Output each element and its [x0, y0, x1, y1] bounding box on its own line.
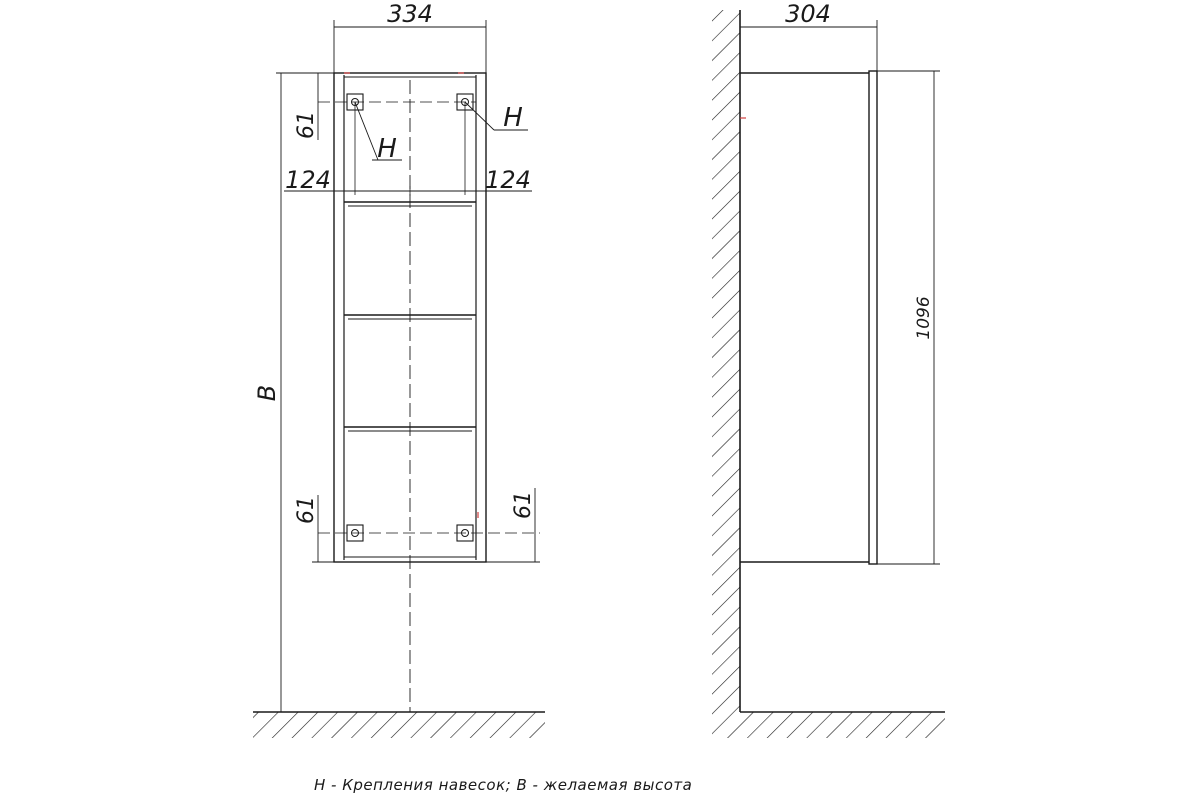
hole-spacing-right-label: 124 [485, 166, 531, 194]
hole-spacing-left-label: 124 [285, 166, 331, 194]
height-label: В [253, 385, 281, 401]
cabinet-side-body [740, 70, 878, 565]
mount-label-left: Н [377, 134, 397, 164]
dimension-width: 334 [333, 0, 487, 73]
dimension-hole-offset-bottom-right: 61 [477, 488, 540, 563]
dimension-height: 1096 [877, 70, 940, 565]
dimension-depth: 304 [740, 0, 878, 71]
hole-offset-bottom-right-label: 61 [511, 491, 536, 519]
width-label: 334 [387, 0, 433, 28]
dimension-hole-spacing: 124 124 [284, 102, 532, 196]
mount-leader-right: Н [464, 101, 528, 133]
dimension-mount-height: В [253, 72, 334, 712]
dimension-hole-offset-top: 61 [294, 72, 334, 140]
hole-offset-top-label: 61 [294, 111, 319, 139]
front-view: 334 61 124 124 Н Н [253, 0, 545, 738]
side-wall [712, 10, 741, 712]
mount-hole-bottom-left [346, 524, 364, 542]
dimension-hole-offset-bottom-left: 61 [294, 495, 334, 563]
side-floor [712, 711, 945, 738]
mount-leader-left: Н [354, 101, 402, 164]
depth-label: 304 [785, 0, 831, 28]
side-height-label: 1096 [914, 296, 934, 339]
front-floor [253, 711, 545, 738]
legend-caption: Н - Крепления навесок; В - желаемая высо… [314, 776, 693, 794]
mount-hole-bottom-right [456, 524, 474, 542]
hole-offset-bottom-left-label: 61 [294, 496, 319, 524]
mount-label-right: Н [503, 103, 523, 133]
side-view: 304 1096 [712, 0, 945, 738]
